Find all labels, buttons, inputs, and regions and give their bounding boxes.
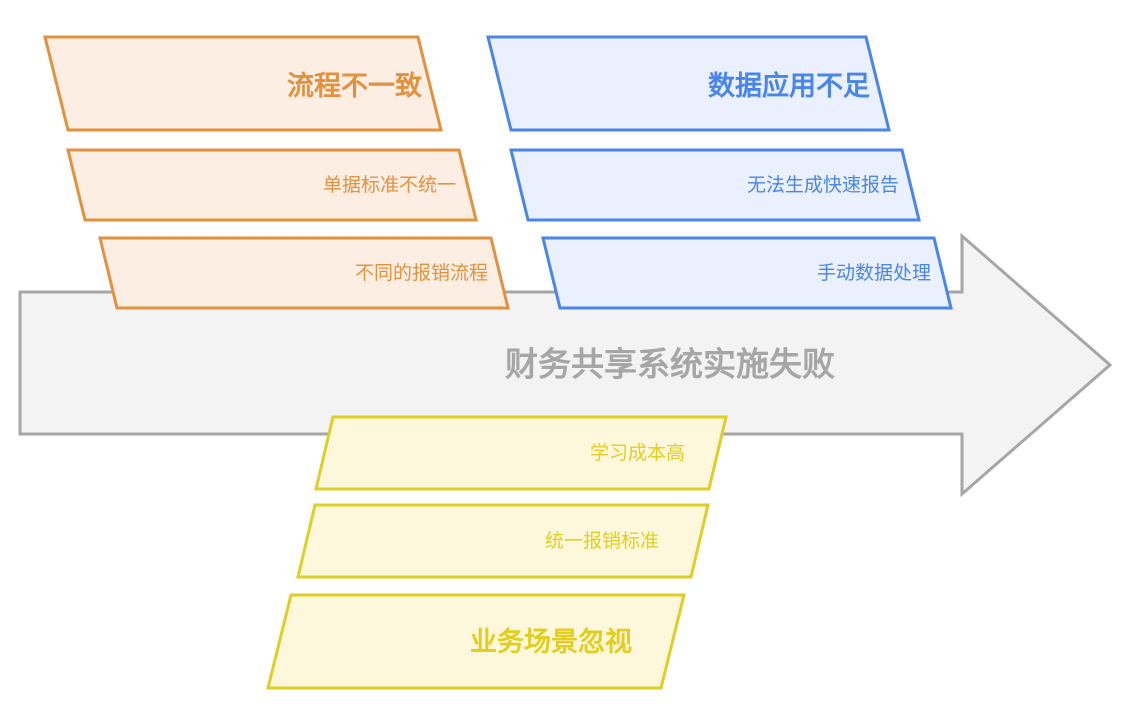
central-arrow-label: 财务共享系统实施失败: [505, 346, 835, 383]
branch-item-yellow-1[interactable]: 学习成本高: [314, 415, 728, 491]
branch-heading-blue[interactable]: 数据应用不足: [486, 35, 891, 132]
branch-item-orange-2-label: 不同的报销流程: [355, 262, 488, 284]
branch-data-application-insufficient: 数据应用不足 无法生成快速报告 手动数据处理: [486, 35, 953, 310]
parallelogram-orange-heading[interactable]: [43, 35, 443, 132]
branch-heading-orange[interactable]: 流程不一致: [43, 35, 443, 132]
branch-item-yellow-2-label: 统一报销标准: [545, 530, 659, 552]
parallelogram-yellow-heading[interactable]: [266, 593, 686, 690]
branch-item-orange-1-label: 单据标准不统一: [323, 174, 456, 196]
branch-heading-blue-label: 数据应用不足: [708, 70, 870, 101]
branch-business-scenario-ignored: 学习成本高 统一报销标准 业务场景忽视: [266, 415, 728, 690]
parallelogram-orange-item-1[interactable]: [66, 148, 478, 222]
branch-item-blue-2[interactable]: 手动数据处理: [541, 236, 953, 310]
branch-item-orange-2[interactable]: 不同的报销流程: [98, 236, 510, 310]
branch-item-blue-2-label: 手动数据处理: [817, 262, 931, 284]
parallelogram-blue-item-1[interactable]: [509, 148, 921, 222]
parallelogram-blue-heading[interactable]: [486, 35, 891, 132]
branch-item-yellow-2[interactable]: 统一报销标准: [296, 503, 710, 579]
parallelogram-yellow-item-1[interactable]: [314, 415, 728, 491]
branch-item-blue-1-label: 无法生成快速报告: [747, 174, 899, 196]
branch-item-blue-1[interactable]: 无法生成快速报告: [509, 148, 921, 222]
branch-process-inconsistency: 流程不一致 单据标准不统一 不同的报销流程: [43, 35, 510, 310]
branch-heading-yellow[interactable]: 业务场景忽视: [266, 593, 686, 690]
parallelogram-blue-item-2[interactable]: [541, 236, 953, 310]
branch-item-orange-1[interactable]: 单据标准不统一: [66, 148, 478, 222]
branch-heading-orange-label: 流程不一致: [287, 70, 422, 101]
branch-item-yellow-1-label: 学习成本高: [590, 442, 685, 464]
parallelogram-yellow-item-2[interactable]: [296, 503, 710, 579]
branch-heading-yellow-label: 业务场景忽视: [470, 627, 632, 657]
parallelogram-orange-item-2[interactable]: [98, 236, 510, 310]
